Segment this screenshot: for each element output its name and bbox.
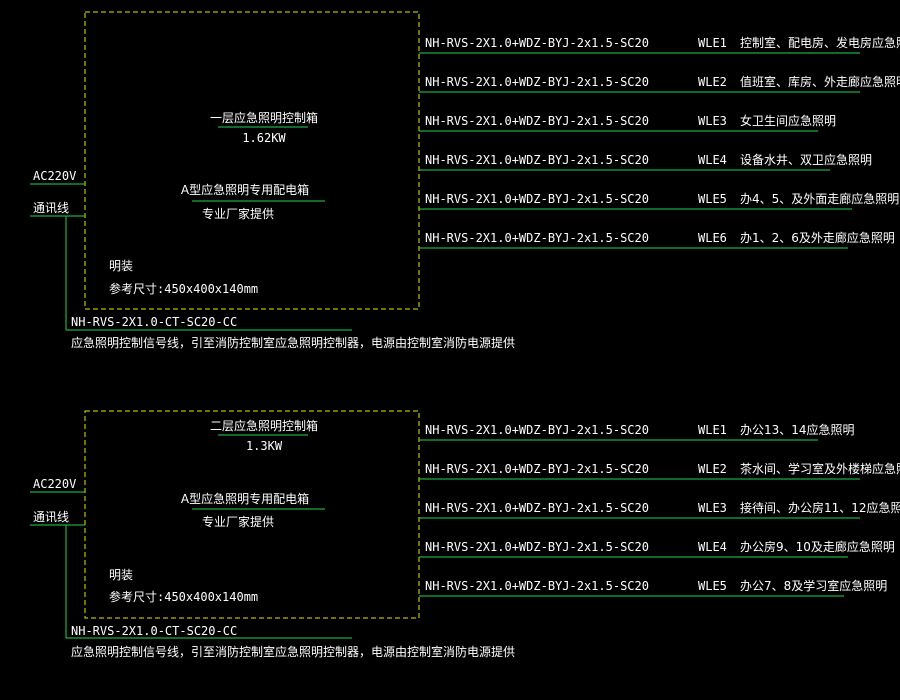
panel-2-type-label: A型应急照明专用配电箱 [181, 491, 309, 506]
panel-1-box [84, 11, 420, 310]
panel-2-circuit-5: NH-RVS-2X1.0+WDZ-BYJ-2x1.5-SC20 WLE5 办公7… [419, 578, 887, 597]
circuit-id: WLE2 [698, 75, 727, 89]
circuit-desc: 接待间、办公房11、12应急照明 [740, 500, 900, 515]
panel-2-comm-label: 通讯线 [33, 510, 69, 524]
panel-1-comm-note: 应急照明控制信号线，引至消防控制室应急照明控制器，电源由控制室消防电源提供 [71, 335, 515, 350]
circuit-id: WLE3 [698, 114, 727, 128]
circuit-id: WLE6 [698, 231, 727, 245]
circuit-cable: NH-RVS-2X1.0+WDZ-BYJ-2x1.5-SC20 [425, 114, 649, 128]
panel-1-comm-cable: NH-RVS-2X1.0-CT-SC20-CC [71, 315, 237, 329]
circuit-cable: NH-RVS-2X1.0+WDZ-BYJ-2x1.5-SC20 [425, 36, 649, 50]
circuit-id: WLE3 [698, 501, 727, 515]
circuit-cable: NH-RVS-2X1.0+WDZ-BYJ-2x1.5-SC20 [425, 579, 649, 593]
panel-2-title: 二层应急照明控制箱 [210, 418, 318, 433]
panel-1-mount: 明装 [109, 259, 133, 273]
circuit-desc: 控制室、配电房、发电房应急照明 [740, 35, 900, 50]
panel-2-comm-cable: NH-RVS-2X1.0-CT-SC20-CC [71, 624, 237, 638]
circuit-desc: 女卫生间应急照明 [740, 113, 836, 128]
circuit-desc: 设备水井、双卫应急照明 [740, 152, 872, 167]
circuit-desc: 办1、2、6及外走廊应急照明 [740, 230, 895, 245]
panel-1-circuit-3: NH-RVS-2X1.0+WDZ-BYJ-2x1.5-SC20 WLE3 女卫生… [419, 113, 836, 132]
panel-2-power: 1.3KW [246, 439, 283, 453]
panel-2-mount: 明装 [109, 568, 133, 582]
panel-2-size: 参考尺寸:450x400x140mm [109, 589, 258, 604]
circuit-id: WLE4 [698, 153, 727, 167]
circuit-cable: NH-RVS-2X1.0+WDZ-BYJ-2x1.5-SC20 [425, 75, 649, 89]
panel-2: 二层应急照明控制箱 1.3KW A型应急照明专用配电箱 专业厂家提供 明装 参考… [30, 410, 900, 659]
panel-1-power: 1.62KW [242, 131, 286, 145]
circuit-cable: NH-RVS-2X1.0+WDZ-BYJ-2x1.5-SC20 [425, 462, 649, 476]
panel-1-ac-label: AC220V [33, 169, 76, 183]
circuit-cable: NH-RVS-2X1.0+WDZ-BYJ-2x1.5-SC20 [425, 231, 649, 245]
circuit-cable: NH-RVS-2X1.0+WDZ-BYJ-2x1.5-SC20 [425, 153, 649, 167]
panel-1-size: 参考尺寸:450x400x140mm [109, 281, 258, 296]
panel-2-box [84, 410, 420, 619]
circuit-desc: 办公13、14应急照明 [740, 422, 855, 437]
circuit-desc: 办公7、8及学习室应急照明 [740, 578, 887, 593]
panel-1-comm-label: 通讯线 [33, 201, 69, 215]
panel-2-circuit-3: NH-RVS-2X1.0+WDZ-BYJ-2x1.5-SC20 WLE3 接待间… [419, 500, 900, 519]
panel-2-comm-note: 应急照明控制信号线，引至消防控制室应急照明控制器，电源由控制室消防电源提供 [71, 644, 515, 659]
panel-2-circuit-4: NH-RVS-2X1.0+WDZ-BYJ-2x1.5-SC20 WLE4 办公房… [419, 539, 895, 558]
panel-1-type-label: A型应急照明专用配电箱 [181, 182, 309, 197]
panel-1-circuit-6: NH-RVS-2X1.0+WDZ-BYJ-2x1.5-SC20 WLE6 办1、… [419, 230, 895, 249]
circuit-id: WLE5 [698, 579, 727, 593]
circuit-cable: NH-RVS-2X1.0+WDZ-BYJ-2x1.5-SC20 [425, 423, 649, 437]
panel-2-ac-label: AC220V [33, 477, 76, 491]
circuit-id: WLE1 [698, 423, 727, 437]
panel-2-circuit-1: NH-RVS-2X1.0+WDZ-BYJ-2x1.5-SC20 WLE1 办公1… [419, 422, 855, 441]
circuit-id: WLE1 [698, 36, 727, 50]
circuit-cable: NH-RVS-2X1.0+WDZ-BYJ-2x1.5-SC20 [425, 192, 649, 206]
panel-1: 一层应急照明控制箱 1.62KW A型应急照明专用配电箱 专业厂家提供 明装 参… [30, 11, 900, 350]
panel-1-supplier: 专业厂家提供 [202, 206, 274, 221]
panel-2-circuit-2: NH-RVS-2X1.0+WDZ-BYJ-2x1.5-SC20 WLE2 茶水间… [419, 461, 900, 480]
panel-1-circuit-2: NH-RVS-2X1.0+WDZ-BYJ-2x1.5-SC20 WLE2 值班室… [419, 74, 900, 93]
panel-1-circuit-5: NH-RVS-2X1.0+WDZ-BYJ-2x1.5-SC20 WLE5 办4、… [419, 191, 899, 210]
circuit-id: WLE4 [698, 540, 727, 554]
circuit-id: WLE2 [698, 462, 727, 476]
panel-1-circuit-4: NH-RVS-2X1.0+WDZ-BYJ-2x1.5-SC20 WLE4 设备水… [419, 152, 872, 171]
panel-1-circuit-1: NH-RVS-2X1.0+WDZ-BYJ-2x1.5-SC20 WLE1 控制室… [419, 35, 900, 54]
circuit-desc: 茶水间、学习室及外楼梯应急照明 [740, 461, 900, 476]
panel-2-supplier: 专业厂家提供 [202, 514, 274, 529]
circuit-desc: 值班室、库房、外走廊应急照明 [740, 74, 900, 89]
circuit-desc: 办公房9、10及走廊应急照明 [740, 539, 895, 554]
circuit-id: WLE5 [698, 192, 727, 206]
panel-1-title: 一层应急照明控制箱 [210, 110, 318, 125]
circuit-desc: 办4、5、及外面走廊应急照明 [740, 191, 899, 206]
circuit-cable: NH-RVS-2X1.0+WDZ-BYJ-2x1.5-SC20 [425, 501, 649, 515]
circuit-cable: NH-RVS-2X1.0+WDZ-BYJ-2x1.5-SC20 [425, 540, 649, 554]
